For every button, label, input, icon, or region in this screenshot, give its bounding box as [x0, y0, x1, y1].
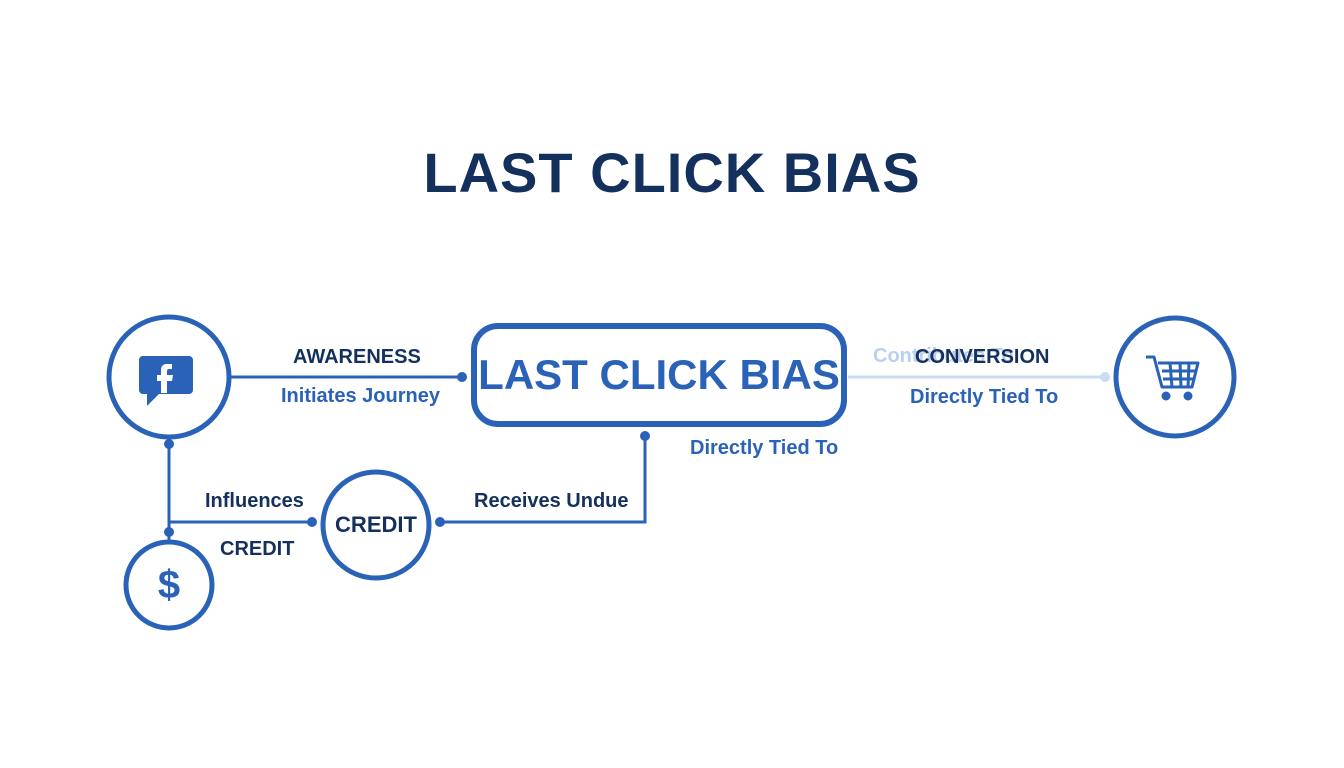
edge-credit-to-box: [440, 436, 647, 524]
influences-label: Influences: [205, 490, 304, 512]
edge-endpoint-dot: [640, 431, 650, 441]
edge-endpoint-dot: [164, 527, 174, 537]
shopping-cart-icon: [1146, 355, 1200, 401]
credit-node: [320, 469, 432, 581]
conversion-directly-tied-label: Directly Tied To: [910, 386, 1059, 408]
diagram-title: LAST CLICK BIAS: [423, 141, 921, 204]
edge-endpoint-dot: [435, 517, 445, 527]
conversion-label: CONVERSION: [915, 346, 1050, 368]
credit-edge-label: CREDIT: [220, 538, 295, 560]
dollar-node: [123, 539, 215, 631]
center-box-label: LAST CLICK BIAS: [478, 351, 840, 398]
box-directly-tied-label: Directly Tied To: [690, 437, 839, 459]
edge-endpoint-dot: [164, 439, 174, 449]
contributes-to-ghost-label: Contributes To: [873, 345, 1014, 367]
awareness-label: AWARENESS: [293, 346, 421, 368]
initiates-journey-label: Initiates Journey: [281, 385, 440, 407]
receives-undue-label: Receives Undue: [474, 490, 629, 512]
facebook-icon: [139, 356, 193, 406]
edge-endpoint-dot: [1100, 372, 1110, 382]
edge-endpoint-dot: [307, 517, 317, 527]
cart-node: [1113, 315, 1237, 439]
last-click-bias-box: [471, 323, 847, 427]
credit-node-label: CREDIT: [335, 512, 417, 537]
dollar-icon: $: [157, 562, 181, 607]
edge-endpoint-dot: [457, 372, 467, 382]
